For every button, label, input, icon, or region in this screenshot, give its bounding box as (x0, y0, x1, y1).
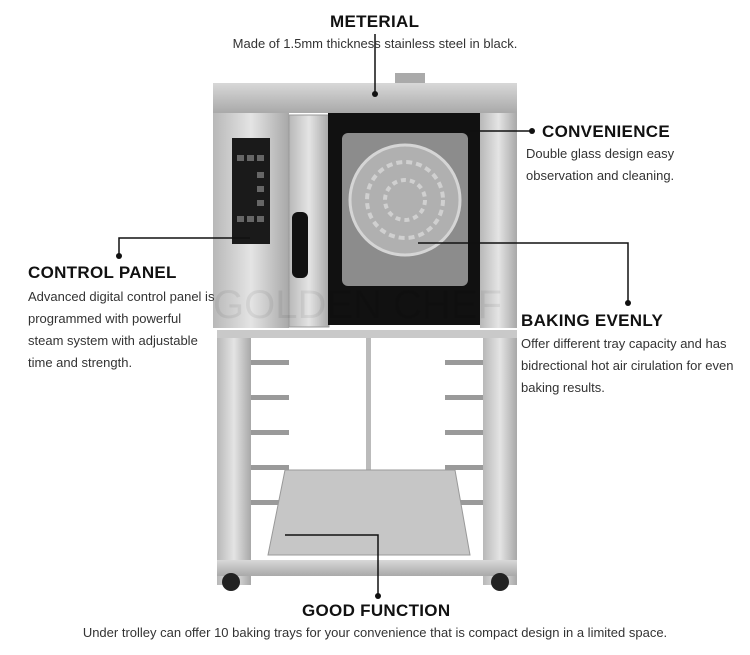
oven-body: GOLDEN CHEF (213, 73, 517, 328)
trolley-stand (217, 330, 517, 591)
watermark: GOLDEN CHEF (213, 283, 502, 327)
convenience-title: CONVENIENCE (542, 122, 670, 141)
door-handle (292, 212, 308, 278)
material-title: METERIAL (330, 12, 420, 31)
control-panel (232, 138, 270, 244)
control-panel-title: CONTROL PANEL (28, 263, 177, 282)
convenience-desc: Double glass design easy observation and… (526, 146, 675, 183)
baking-evenly-title: BAKING EVENLY (521, 311, 664, 330)
wheel-icon (222, 573, 240, 591)
baking-evenly-desc: Offer different tray capacity and has bi… (521, 336, 734, 395)
material-desc: Made of 1.5mm thickness stainless steel … (232, 36, 518, 51)
wheel-icon (491, 573, 509, 591)
callout-lines (118, 34, 629, 596)
good-function-desc: Under trolley can offer 10 baking trays … (82, 625, 668, 640)
good-function-title: GOOD FUNCTION (302, 601, 451, 620)
control-panel-desc: Advanced digital control panel is progra… (28, 289, 215, 370)
